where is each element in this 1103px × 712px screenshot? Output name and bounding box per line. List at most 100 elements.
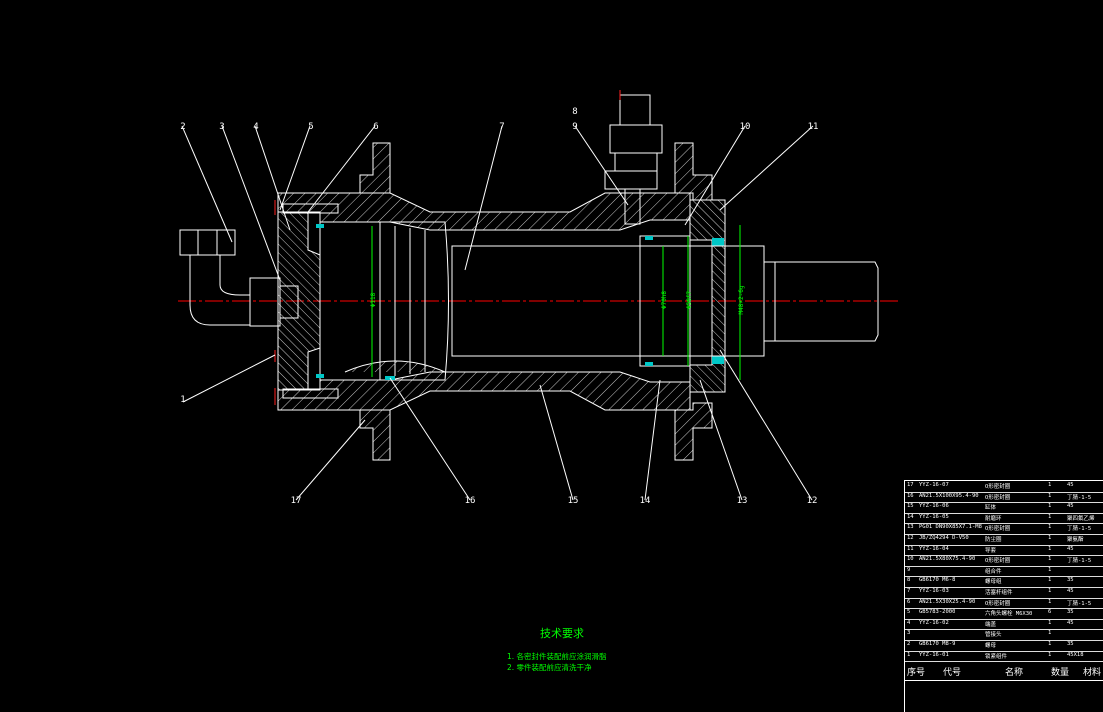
piston [319,221,449,381]
bom-cell: 丁腈-1-5 [1067,600,1092,607]
bom-cell: 1 [1048,619,1052,626]
bom-cell: 15 [907,503,914,510]
bom-cell: 7 [907,588,911,594]
bom-cell: 聚氨酯 [1067,537,1084,543]
bom-cell: 1 [1048,535,1052,541]
dimension-label: Φ56f7 [686,291,693,309]
bom-cell: YYZ-16-03 [919,588,949,594]
bom-cell: 丁腈-1-5 [1067,558,1092,565]
bom-cell: 45 [1067,545,1074,552]
bom-cell: 1 [1048,588,1052,594]
bom-cell: 1 [1048,513,1052,520]
bom-cell: 1 [1048,524,1052,531]
bom-cell: YYZ-16-02 [919,619,949,626]
bom-cell: 防尘圈 [985,537,1002,543]
bom-cell: 45 [1067,588,1074,594]
tech-requirements-title: 技术要求 [540,627,584,640]
part-label-8: 8 [572,107,577,117]
bom-cell: 丁腈-1-5 [1067,494,1092,501]
bom-cell: GB6170 M8-9 [919,641,956,647]
bom-cell: 聚四氟乙烯 [1067,515,1095,522]
bom-cell: 45 [1067,482,1074,488]
tech-requirement-item-2: 2. 零件装配前应清洗干净 [507,663,592,672]
part-label-2: 2 [180,122,185,132]
bom-cell: 6 [1048,609,1052,616]
bom-cell: 活塞杆组件 [985,590,1013,596]
part-label-10: 10 [740,122,751,132]
part-label-7: 7 [499,122,504,132]
bom-cell: 2 [907,641,911,647]
bom-cell: 13 [907,524,914,531]
bom-cell: 1 [907,651,911,658]
bom-cell: 组合件 [985,568,1002,575]
bom-cell: 35 [1067,577,1074,584]
bom-cell: 1 [1048,598,1052,605]
bom-cell: 螺母组 [985,579,1002,586]
bom-row: 3 管接头 1 [905,629,1103,641]
bom-cell: 45 [1067,503,1074,510]
dimension-label: M48×2-6g [738,285,745,314]
part-label-6: 6 [373,122,378,132]
part-label-13: 13 [737,496,748,506]
piston-rod [451,235,879,367]
bom-cell: 1 [1048,651,1052,658]
part-label-1: 1 [180,395,185,405]
bom-cell: 3 [907,630,911,637]
bom-cell: AN21.5X30X25.4-90 [919,598,976,605]
bom-header-cell: 代号 [943,668,962,679]
bom-cell: 缸体 [985,505,997,512]
bom-header-cell: 名称 [1005,668,1024,679]
bom-cell: 螺母 [985,643,997,649]
bom-cell: 管接头 [985,632,1002,639]
dimension-label: Φ118 [370,292,377,307]
bom-cell: 35 [1067,641,1074,647]
bom-cell: 17 [907,482,914,488]
bolt-markers [274,90,621,405]
bom-cell: 1 [1048,556,1052,563]
bom-cell: O形密封圈 [985,494,1011,501]
bom-cell: PG01 DN90X85X7.1-M8 [919,524,982,531]
bom-cell: 35 [1067,609,1074,616]
dimensions [371,225,741,380]
bom-cell: AN21.5X80X75.4-90 [919,556,976,563]
bom-cell: 1 [1048,503,1052,510]
bom-cell: 6 [907,598,911,605]
part-label-11: 11 [808,122,819,132]
leader-lines [181,125,814,501]
tech-requirement-item-1: 1. 各密封件装配前应涂润滑脂 [507,652,607,661]
dimension-label: Φ70h8 [661,291,668,309]
bom-cell: 11 [907,545,914,552]
bom-cell: O形密封圈 [985,558,1011,565]
bom-cell: 16 [907,492,914,499]
bom-cell: 9 [907,566,911,573]
bom-header-cell: 材料 [1083,668,1102,679]
part-label-15: 15 [568,496,579,506]
part-label-9: 9 [572,122,577,132]
bom-cell: GB5783-2000 [919,609,956,616]
bom-cell: 1 [1048,545,1052,552]
bom-cell: 45 [1067,619,1074,626]
bom-cell: 45X18 [1067,651,1084,658]
part-label-3: 3 [219,122,224,132]
part-label-16: 16 [465,496,476,506]
bom-cell: 端盖 [985,621,997,628]
bom-cell: O形密封圈 [985,484,1011,490]
bom-cell: 8 [907,577,911,584]
part-label-17: 17 [291,496,302,506]
bom-cell: 1 [1048,630,1052,637]
